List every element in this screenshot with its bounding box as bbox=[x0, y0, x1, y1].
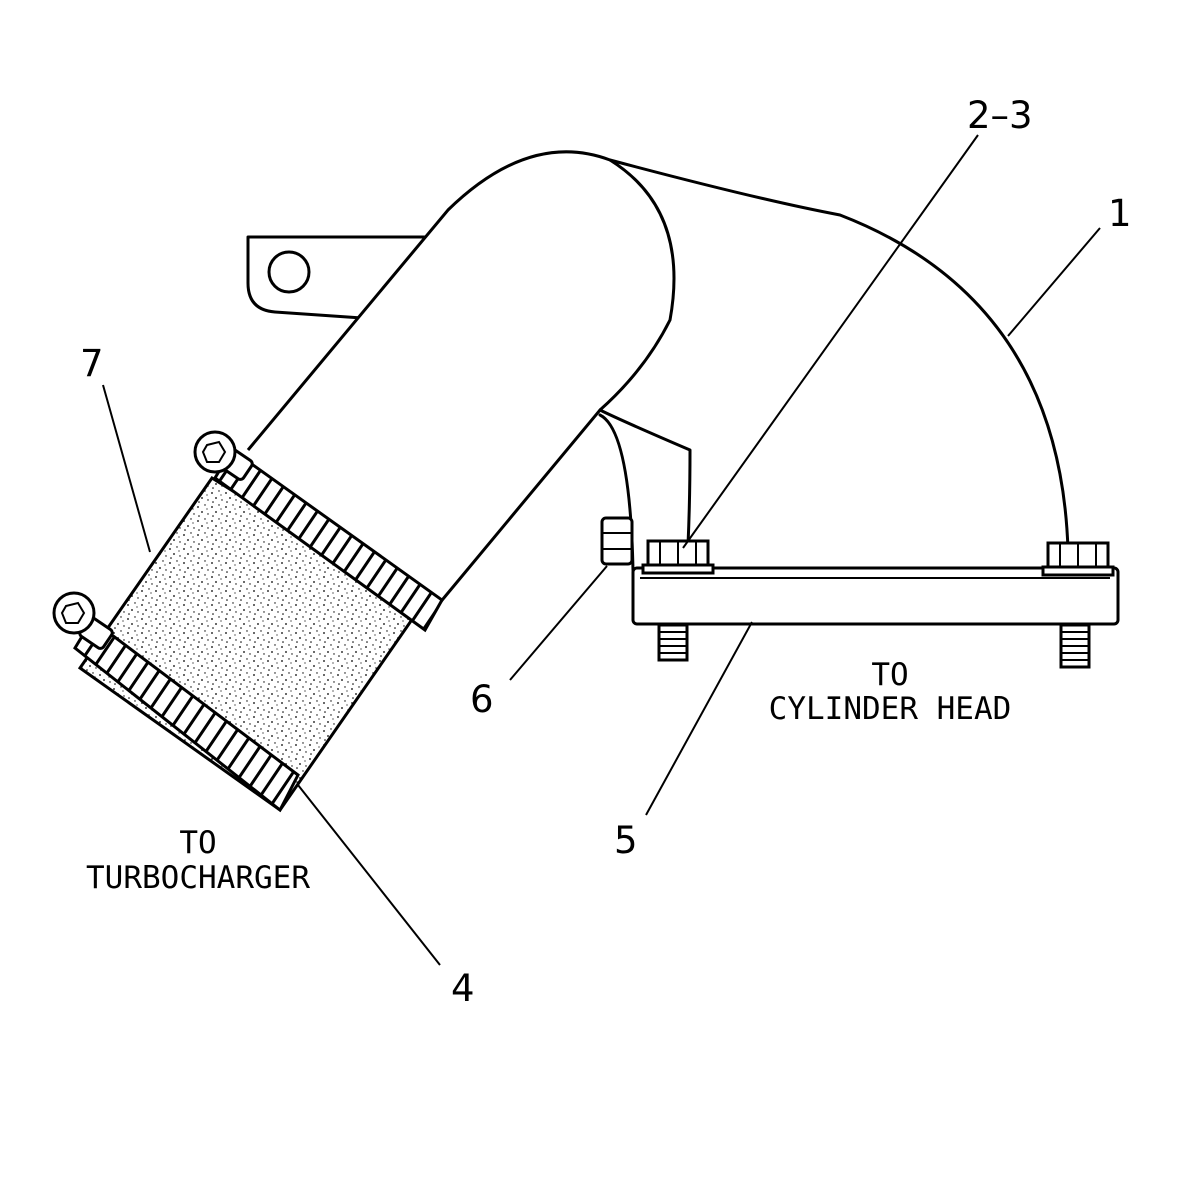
callout-part-7: 7 bbox=[80, 342, 104, 385]
hose-clamp-upper bbox=[193, 430, 444, 633]
elbow-body bbox=[246, 150, 1070, 606]
flange-nut-right bbox=[1041, 541, 1115, 577]
callout-part-5: 5 bbox=[614, 819, 638, 862]
plug-fitting bbox=[600, 516, 634, 566]
leader-part-7 bbox=[102, 384, 151, 553]
cylinder-head-label-line1: TO bbox=[871, 657, 908, 693]
cylinder-head-label-line2: CYLINDER HEAD bbox=[769, 691, 1012, 727]
callout-part-4: 4 bbox=[451, 967, 475, 1010]
leader-part-4 bbox=[297, 784, 441, 966]
stud-left bbox=[657, 623, 689, 662]
leader-part-6 bbox=[509, 565, 608, 681]
turbocharger-label-line1: TO bbox=[179, 825, 216, 861]
hose-clamp-lower bbox=[52, 591, 300, 813]
turbocharger-label-line2: TURBOCHARGER bbox=[86, 860, 310, 896]
leader-lines bbox=[102, 134, 1101, 966]
leader-part-2-3 bbox=[682, 134, 979, 549]
mounting-bracket bbox=[246, 235, 440, 320]
stud-right bbox=[1059, 623, 1091, 669]
callout-part-1: 1 bbox=[1108, 192, 1132, 235]
leader-part-1 bbox=[1007, 227, 1101, 337]
callout-part-2-3: 2–3 bbox=[967, 94, 1033, 137]
flange-nut-left bbox=[641, 539, 715, 575]
leader-part-5 bbox=[645, 621, 753, 816]
cylinder-head-flange bbox=[631, 566, 1120, 669]
callout-part-6: 6 bbox=[470, 678, 494, 721]
